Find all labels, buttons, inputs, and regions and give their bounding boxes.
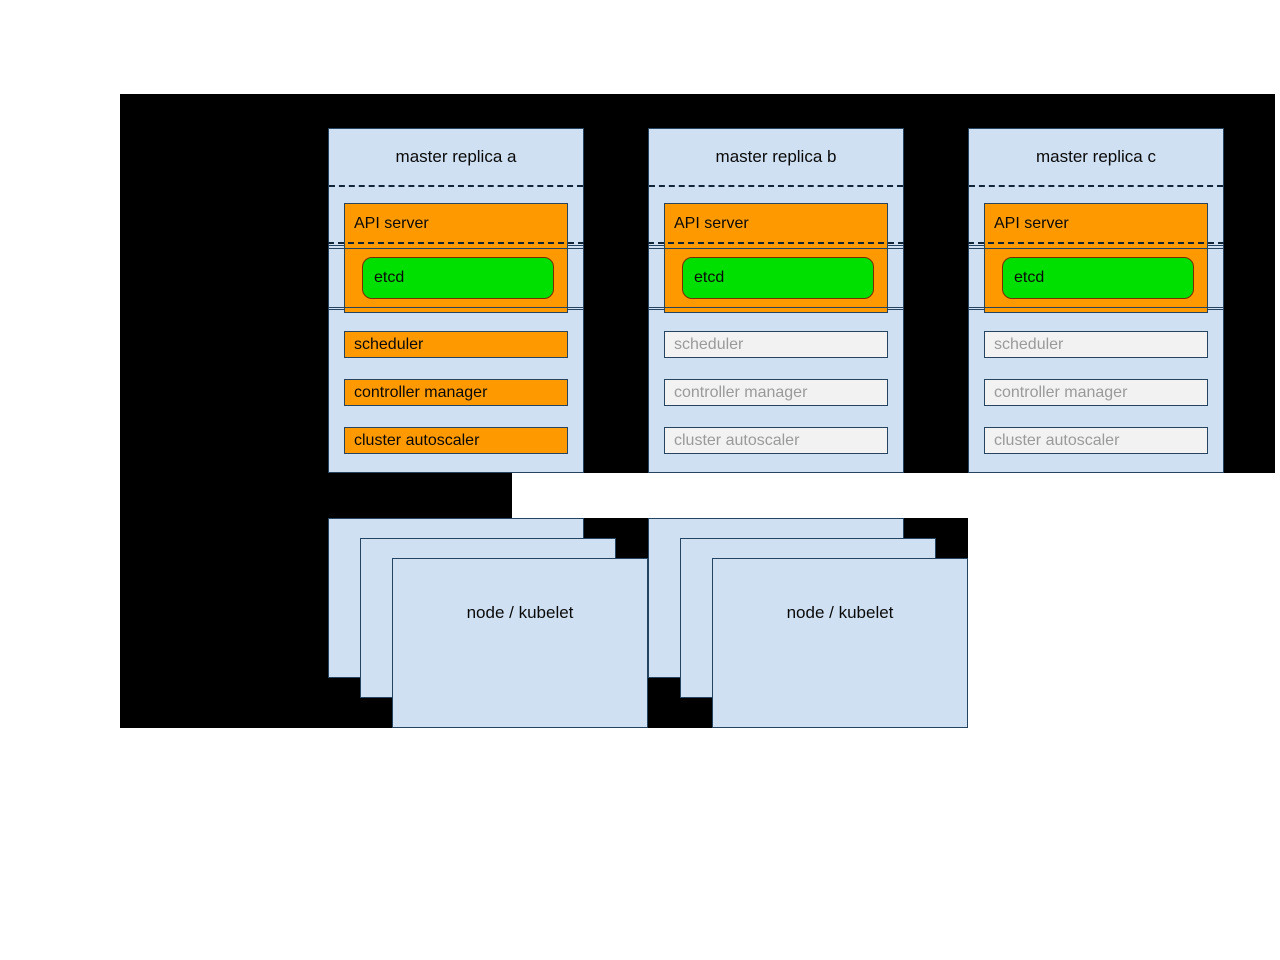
- master-replica-a-cluster-autoscaler[interactable]: cluster autoscaler: [344, 427, 568, 454]
- master-replica-c-etcd-box[interactable]: etcd: [1002, 257, 1194, 299]
- master-replica-a-cluster-autoscaler-label: cluster autoscaler: [354, 431, 480, 449]
- master-replica-b-etcd-label: etcd: [694, 269, 725, 286]
- master-replica-a-api-dash: [328, 242, 584, 244]
- master-replica-c-api-dash: [968, 242, 1224, 244]
- master-replica-a-scheduler[interactable]: scheduler: [344, 331, 568, 358]
- master-replica-b-api-server-label: API server: [674, 215, 749, 232]
- master-replica-a-api-server-label: API server: [354, 215, 429, 232]
- master-replica-c-api-rule: [968, 248, 1224, 249]
- node-stack-2-card-front[interactable]: node / kubelet: [712, 558, 968, 728]
- master-replica-c-etcd-rule: [968, 307, 1224, 308]
- master-replica-c-cluster-autoscaler[interactable]: cluster autoscaler: [984, 427, 1208, 454]
- master-replica-a-controller-manager[interactable]: controller manager: [344, 379, 568, 406]
- master-replica-b-controller-manager-label: controller manager: [674, 383, 808, 401]
- master-replica-b-cluster-autoscaler[interactable]: cluster autoscaler: [664, 427, 888, 454]
- master-replica-c-title: master replica c: [1036, 147, 1156, 166]
- master-replica-c-controller-manager[interactable]: controller manager: [984, 379, 1208, 406]
- master-replica-b-api-rule: [648, 248, 904, 249]
- master-replica-b-etcd-box[interactable]: etcd: [682, 257, 874, 299]
- master-replica-b-api-dash: [648, 242, 904, 244]
- node-stack-1-label: node / kubelet: [466, 603, 574, 622]
- node-stack-1-card-front[interactable]: node / kubelet: [392, 558, 648, 728]
- master-replica-c-title-separator: [969, 185, 1223, 187]
- master-replica-c-controller-manager-label: controller manager: [994, 383, 1128, 401]
- master-replica-c-scheduler[interactable]: scheduler: [984, 331, 1208, 358]
- node-stack-2-label: node / kubelet: [786, 603, 894, 622]
- master-replica-b-title-separator: [649, 185, 903, 187]
- master-replica-b-cluster-autoscaler-label: cluster autoscaler: [674, 431, 800, 449]
- master-replica-a-controller-manager-label: controller manager: [354, 383, 488, 401]
- master-replica-b-etcd-rule: [648, 307, 904, 308]
- master-replica-a-etcd-rule: [328, 307, 584, 308]
- master-replica-a-title-separator: [329, 185, 583, 187]
- master-replica-a-etcd-label: etcd: [374, 269, 405, 286]
- master-replica-c-scheduler-label: scheduler: [994, 335, 1064, 353]
- master-replica-a-api-rule: [328, 248, 584, 249]
- master-replica-a-etcd-box[interactable]: etcd: [362, 257, 554, 299]
- master-replica-b-controller-manager[interactable]: controller manager: [664, 379, 888, 406]
- master-replica-a-title: master replica a: [395, 147, 517, 166]
- master-replica-b-scheduler[interactable]: scheduler: [664, 331, 888, 358]
- master-replica-c-cluster-autoscaler-label: cluster autoscaler: [994, 431, 1120, 449]
- master-replica-c-etcd-label: etcd: [1014, 269, 1045, 286]
- master-replica-c-api-server-label: API server: [994, 215, 1069, 232]
- master-replica-b-title: master replica b: [715, 147, 837, 166]
- master-replica-b-scheduler-label: scheduler: [674, 335, 744, 353]
- master-replica-a-scheduler-label: scheduler: [354, 335, 424, 353]
